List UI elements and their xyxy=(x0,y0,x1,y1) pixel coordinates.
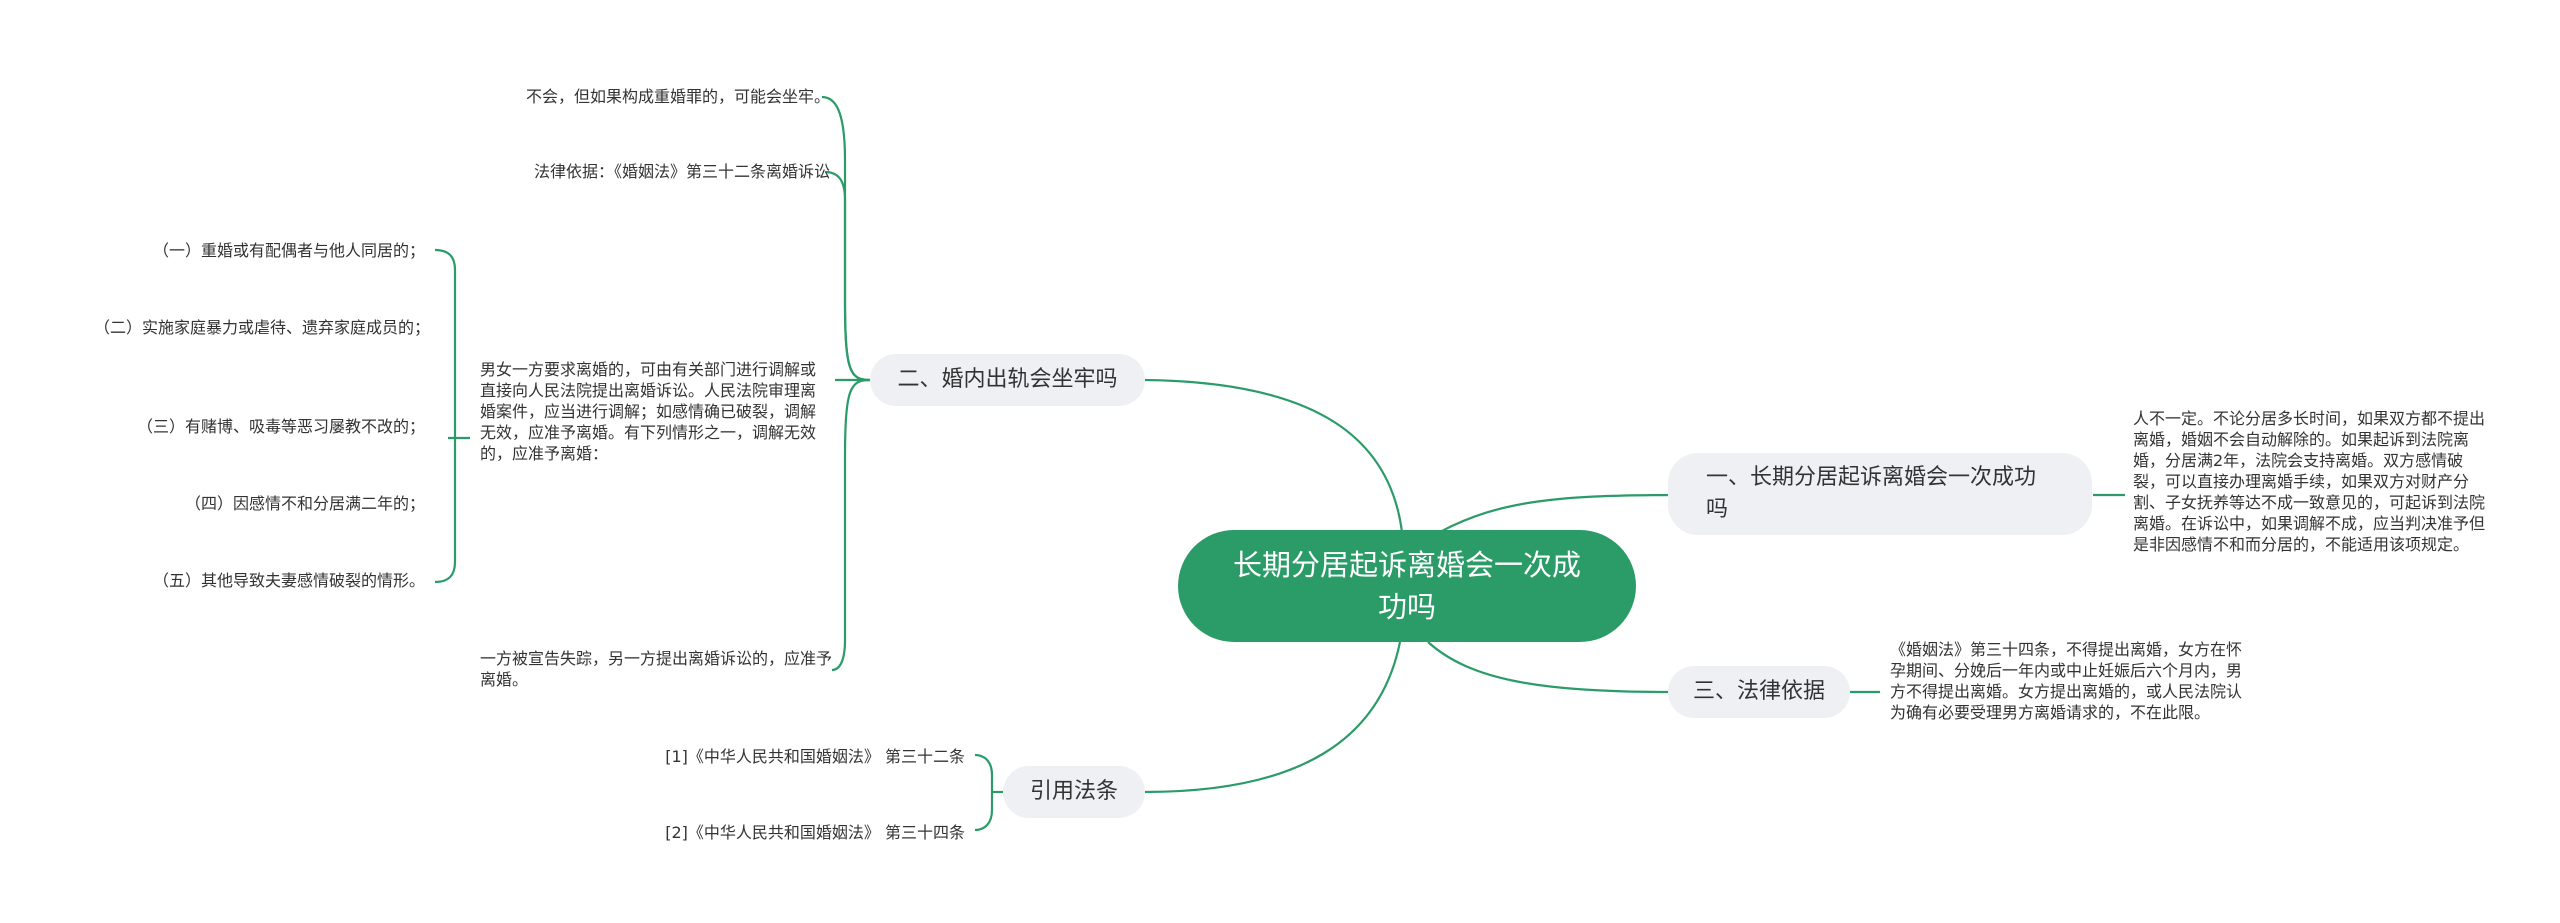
branch-1-detail: 人不一定。不论分居多长时间，如果双方都不提出离婚，婚姻不会自动解除的。如果起诉到… xyxy=(2133,409,2486,554)
link-b2-item4 xyxy=(831,378,871,672)
branch-1-label: 一、长期分居起诉离婚会一次成功吗 xyxy=(1706,465,2037,522)
link-root-b2 xyxy=(1144,378,1404,533)
branch-3-detail: 《婚姻法》第三十四条，不得提出离婚，女方在怀孕期间、分娩后一年内或中止妊娠后六个… xyxy=(1890,640,2243,722)
link-b2-item2 xyxy=(824,170,871,382)
branch-node-3[interactable]: 三、法律依据 xyxy=(1668,666,1850,718)
sub-item-5: （五）其他导致夫妻感情破裂的情形。 xyxy=(152,571,425,590)
b4-bracket xyxy=(974,753,994,832)
root-node[interactable]: 长期分居起诉离婚会一次成功吗 xyxy=(1178,530,1636,642)
branch-4-item-1: [1]《中华人民共和国婚姻法》 第三十二条 xyxy=(665,747,965,766)
branch-4-item-2: [2]《中华人民共和国婚姻法》 第三十四条 xyxy=(665,823,965,842)
branch-2-item-2: 法律依据：《婚姻法》第三十二条离婚诉讼 xyxy=(533,162,830,181)
branch-node-2[interactable]: 二、婚内出轨会坐牢吗 xyxy=(870,354,1145,406)
subitem-bracket xyxy=(434,248,457,584)
branch-node-1[interactable]: 一、长期分居起诉离婚会一次成功吗 xyxy=(1668,453,2092,535)
branch-3-label: 三、法律依据 xyxy=(1692,679,1825,704)
link-root-b3 xyxy=(1427,641,1671,694)
branch-2-item-1: 不会，但如果构成重婚罪的，可能会坐牢。 xyxy=(525,87,830,106)
branch-2-label: 二、婚内出轨会坐牢吗 xyxy=(897,367,1118,392)
link-root-b1 xyxy=(1439,493,1684,533)
sub-item-3: （三）有赌博、吸毒等恶习屡教不改的； xyxy=(136,417,425,436)
sub-item-4: （四）因感情不和分居满二年的； xyxy=(184,494,425,513)
branch-2-item-3: 男女一方要求离婚的，可由有关部门进行调解或直接向人民法院提出离婚诉讼。人民法院审… xyxy=(480,360,817,463)
branch-4-label: 引用法条 xyxy=(1029,779,1118,804)
branch-2-item-4: 一方被宣告失踪，另一方提出离婚诉讼的，应准予离婚。 xyxy=(480,649,833,689)
sub-item-2: （二）实施家庭暴力或虐待、遗弃家庭成员的； xyxy=(93,318,430,337)
link-root-b4 xyxy=(1144,641,1402,794)
branch-node-4[interactable]: 引用法条 xyxy=(1003,766,1145,818)
root-title: 长期分居起诉离婚会一次成功吗 xyxy=(1232,548,1581,624)
sub-item-1: （一）重婚或有配偶者与他人同居的； xyxy=(152,241,425,260)
